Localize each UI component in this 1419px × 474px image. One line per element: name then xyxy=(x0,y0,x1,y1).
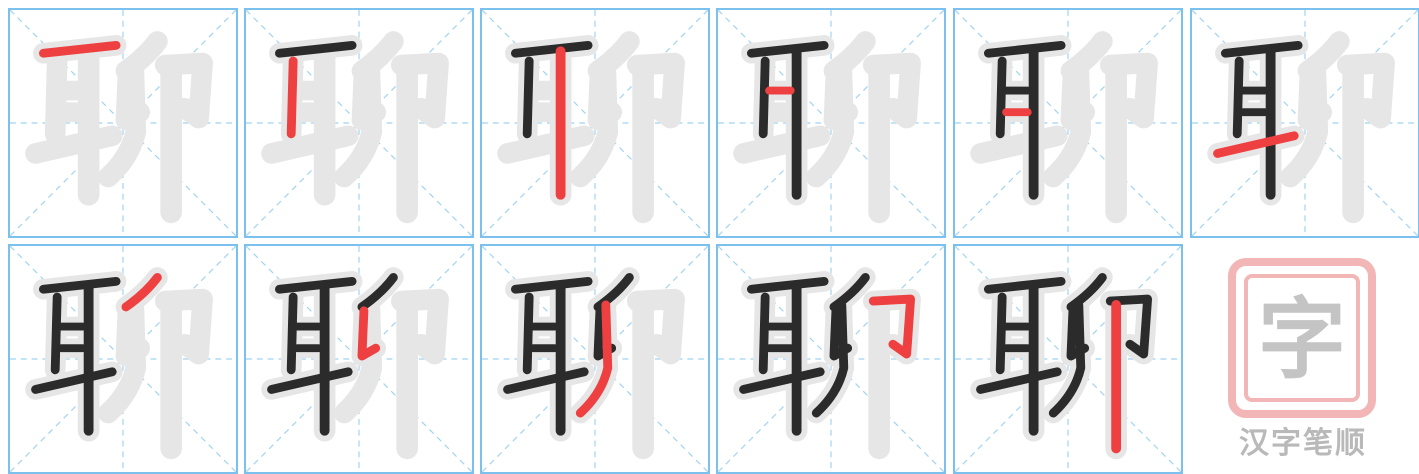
current-stroke xyxy=(38,40,121,58)
stroke-step-svg xyxy=(246,246,472,472)
ghost-stroke xyxy=(97,58,147,188)
stroke-step-svg xyxy=(1192,10,1418,236)
written-stroke xyxy=(746,40,829,58)
written-stroke xyxy=(522,292,534,375)
ghost-stroke xyxy=(1279,58,1329,188)
written-stroke xyxy=(995,292,1007,375)
written-stroke xyxy=(829,273,870,312)
ghost-stroke xyxy=(25,125,123,164)
ghost-stroke xyxy=(1099,52,1158,129)
ghost-stroke xyxy=(261,125,359,164)
written-stroke xyxy=(503,367,589,394)
written-stroke xyxy=(1105,294,1153,359)
stroke-step-svg xyxy=(955,10,1181,236)
written-stroke xyxy=(510,276,593,294)
site-logo: 字 xyxy=(1218,252,1388,422)
written-stroke xyxy=(758,292,770,375)
written-stroke xyxy=(38,276,121,294)
current-stroke xyxy=(121,273,162,312)
ghost-stroke xyxy=(569,58,619,188)
stroke-step-svg xyxy=(482,246,708,472)
current-stroke xyxy=(575,300,613,418)
ghost-stroke xyxy=(390,52,449,129)
ghost-stroke xyxy=(154,52,213,129)
stroke-step-cell xyxy=(480,244,710,474)
ghost-stroke xyxy=(333,294,383,424)
written-stroke xyxy=(274,276,357,294)
written-stroke xyxy=(50,292,62,375)
seal-character: 字 xyxy=(1258,288,1346,391)
written-stroke xyxy=(31,367,117,394)
written-stroke xyxy=(758,56,770,139)
stroke-step-svg xyxy=(10,246,236,472)
written-stroke xyxy=(746,276,829,294)
current-stroke xyxy=(286,56,298,139)
ghost-stroke xyxy=(862,52,921,129)
written-stroke xyxy=(286,292,298,375)
stroke-step-cell xyxy=(716,244,946,474)
written-stroke xyxy=(267,367,353,394)
written-stroke xyxy=(976,367,1062,394)
ghost-stroke xyxy=(1042,58,1092,188)
stroke-step-cell xyxy=(953,8,1183,238)
current-stroke xyxy=(357,306,381,361)
stroke-step-cell xyxy=(716,8,946,238)
ghost-stroke xyxy=(390,288,449,365)
stroke-step-cell xyxy=(1190,8,1419,238)
ghost-stroke xyxy=(626,288,685,365)
written-stroke xyxy=(274,40,357,58)
site-caption: 汉字笔顺 xyxy=(1239,426,1367,461)
current-stroke xyxy=(1213,131,1299,158)
stroke-step-svg xyxy=(718,10,944,236)
written-stroke xyxy=(1220,40,1303,58)
ghost-stroke xyxy=(497,125,595,164)
written-stroke xyxy=(811,300,849,418)
ghost-stroke xyxy=(626,52,685,129)
written-stroke xyxy=(983,276,1066,294)
stroke-step-svg xyxy=(482,10,708,236)
written-stroke xyxy=(1048,300,1086,418)
ghost-stroke xyxy=(805,58,855,188)
stroke-step-svg xyxy=(246,10,472,236)
written-stroke xyxy=(995,56,1007,139)
written-stroke xyxy=(1066,273,1107,312)
written-stroke xyxy=(522,56,534,139)
ghost-stroke xyxy=(154,288,213,365)
stroke-step-cell xyxy=(8,244,238,474)
stroke-step-cell xyxy=(953,244,1183,474)
written-stroke xyxy=(1232,56,1244,139)
stroke-step-svg xyxy=(718,246,944,472)
written-stroke xyxy=(739,367,825,394)
ghost-stroke xyxy=(970,125,1068,164)
ghost-stroke xyxy=(1336,52,1395,129)
ghost-stroke xyxy=(333,58,383,188)
seal-logo-icon: 字 xyxy=(1228,258,1376,418)
ghost-stroke xyxy=(733,125,831,164)
stroke-step-cell xyxy=(244,8,474,238)
written-stroke xyxy=(983,40,1066,58)
written-stroke xyxy=(357,273,398,312)
stroke-step-cell xyxy=(8,8,238,238)
written-stroke xyxy=(510,40,593,58)
stroke-step-svg xyxy=(955,246,1181,472)
ghost-stroke xyxy=(97,294,147,424)
stroke-step-svg xyxy=(10,10,236,236)
current-stroke xyxy=(868,294,916,359)
stroke-step-cell xyxy=(244,244,474,474)
stroke-step-cell xyxy=(480,8,710,238)
written-stroke xyxy=(593,273,634,312)
